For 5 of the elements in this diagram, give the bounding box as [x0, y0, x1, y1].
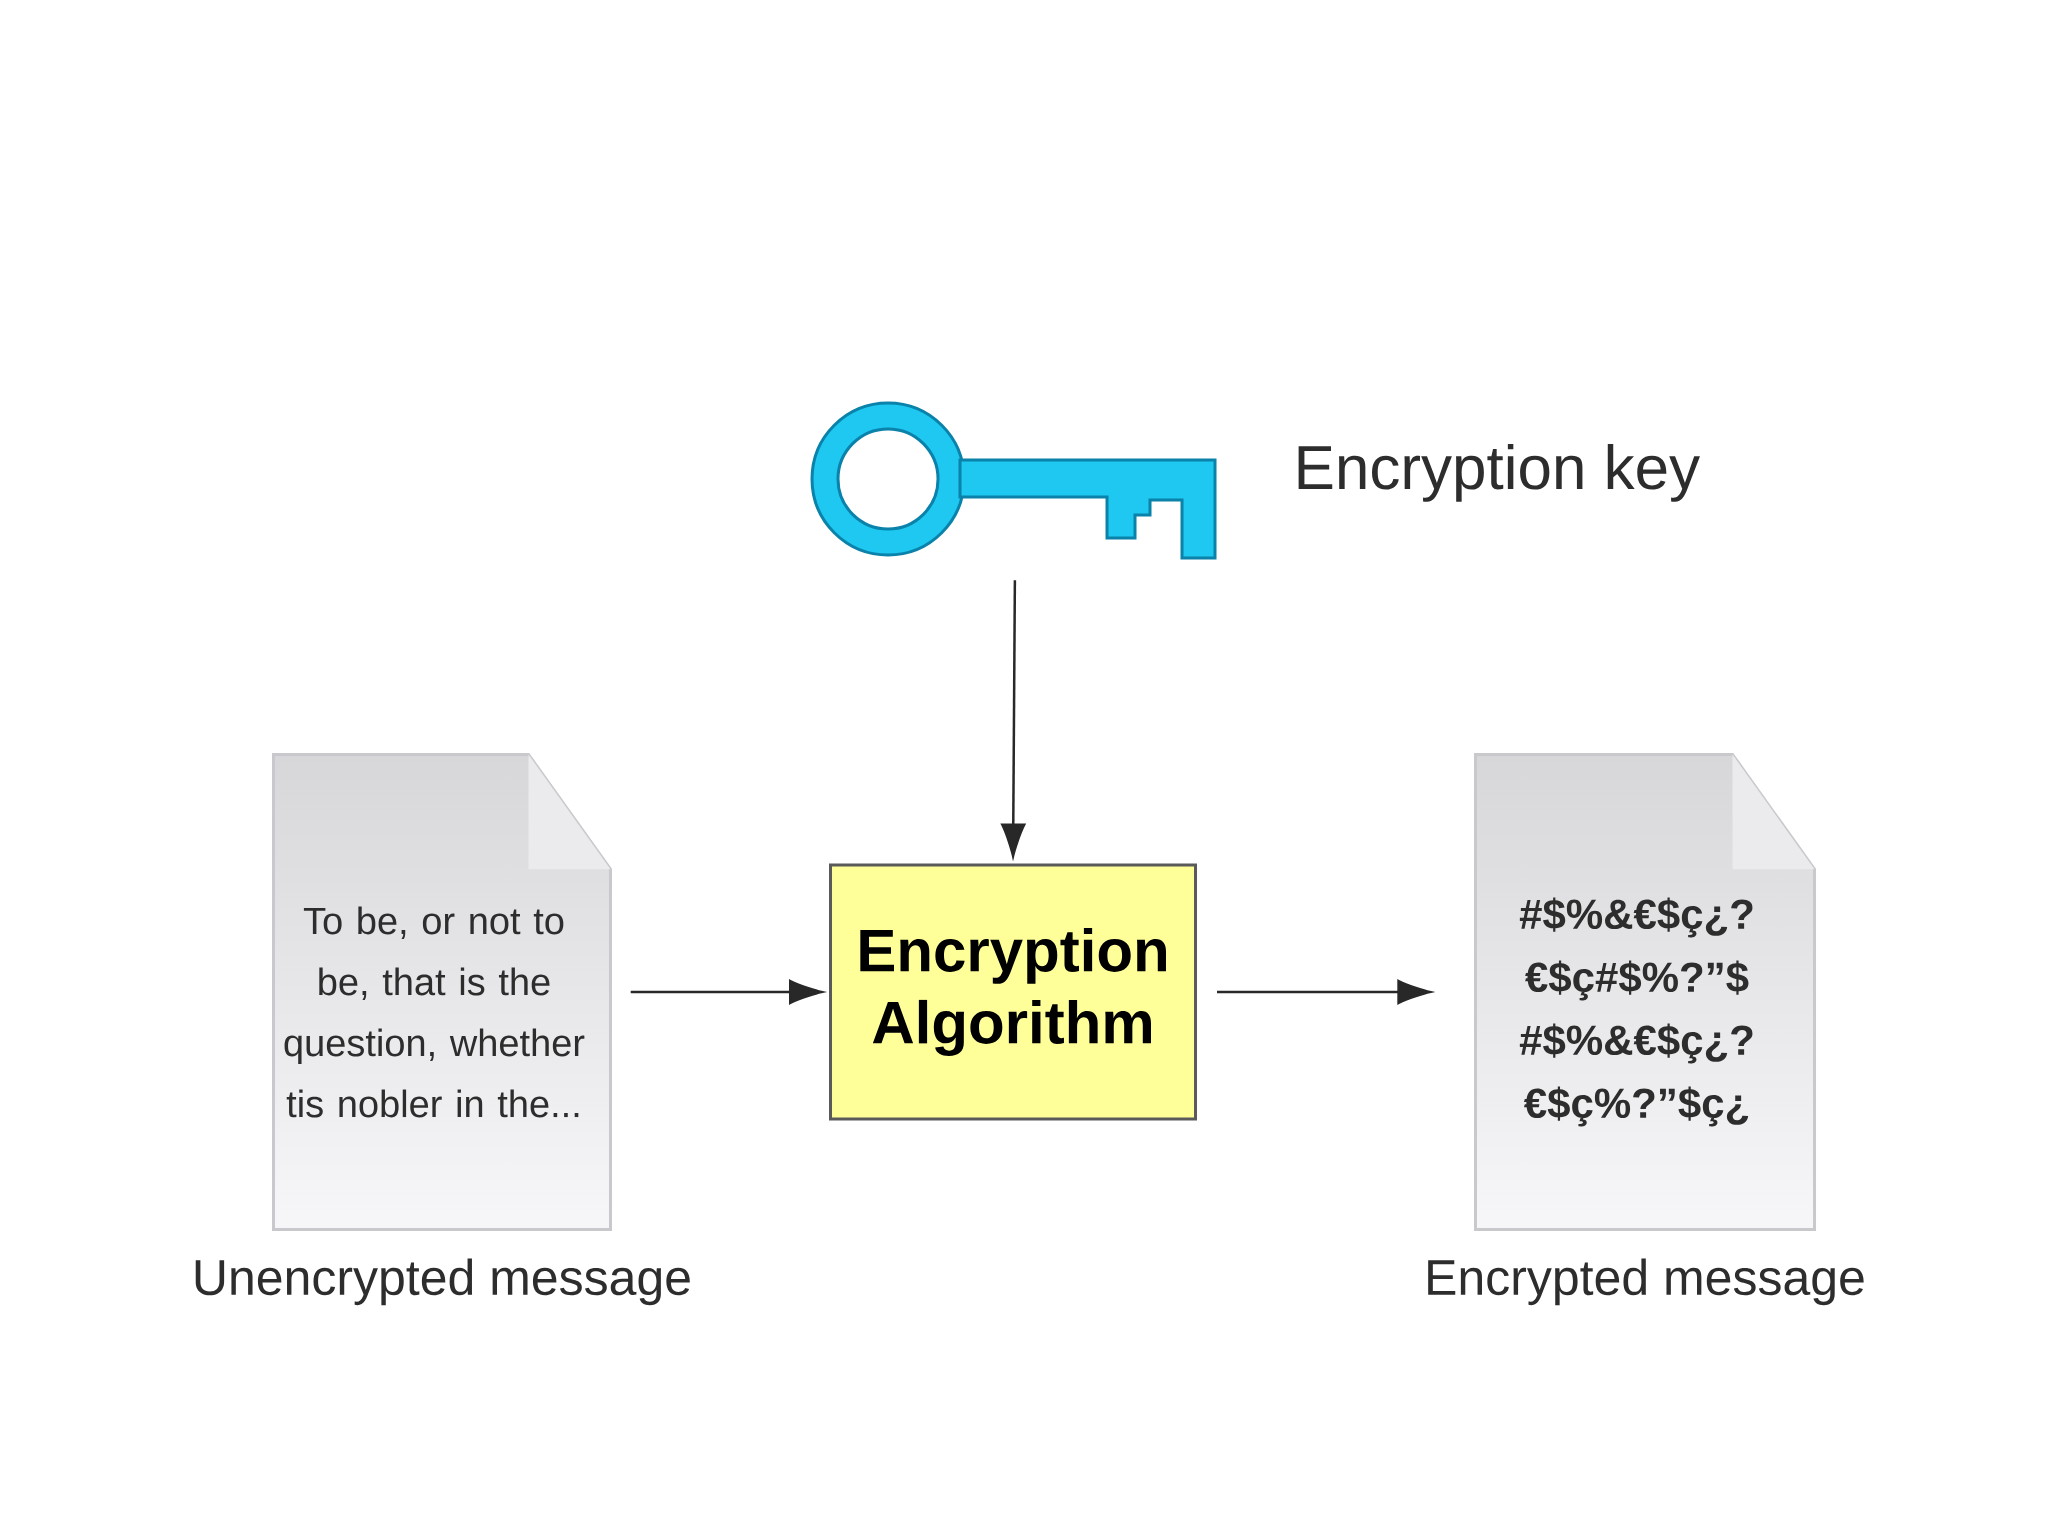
key-drawing [810, 401, 1217, 560]
process-box: Encryption Algorithm [829, 863, 1197, 1121]
document-caption: Encrypted message [1428, 1258, 1864, 1306]
document-caption: Unencrypted message [195, 1258, 690, 1306]
key-label: Encryption key [1298, 444, 1700, 502]
